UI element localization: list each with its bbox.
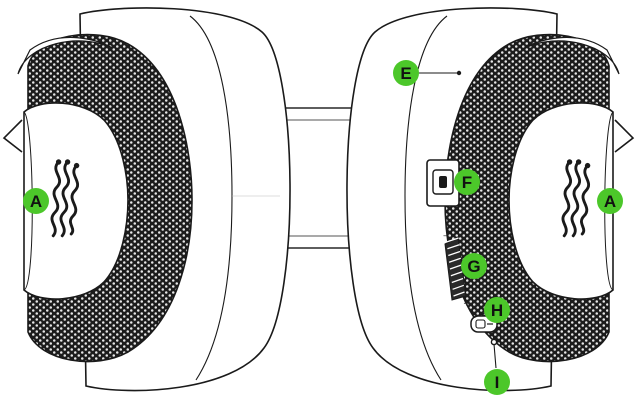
wheel-ridge	[448, 257, 462, 263]
callout-f: F	[454, 169, 480, 195]
callout-label: H	[491, 301, 503, 320]
wheel-ridge	[448, 250, 461, 257]
volume-wheel-icon: – +	[443, 231, 471, 309]
mic-jack	[490, 338, 498, 346]
callout-a-right: A	[597, 188, 623, 214]
wheel-ridge	[452, 284, 465, 290]
callout-i: I	[484, 369, 510, 395]
callout-label: I	[495, 373, 500, 392]
wheel-ridge	[449, 264, 462, 270]
callout-h: H	[484, 297, 510, 323]
callout-e: E	[393, 60, 419, 86]
mic-hole	[456, 70, 462, 76]
callout-label: A	[30, 192, 42, 211]
volume-minus-sign: –	[443, 231, 448, 241]
usb-c-port-icon	[426, 159, 460, 207]
wheel-ridge	[453, 291, 465, 297]
left-earcup	[2, 7, 291, 392]
left-earcup-plate	[23, 102, 129, 300]
callout-a-left: A	[23, 188, 49, 214]
wheel-ridge	[447, 244, 460, 250]
wheel-ridge	[450, 271, 463, 277]
wheel-ridge	[446, 237, 459, 243]
wheel-ridge	[451, 277, 464, 284]
callout-label: A	[604, 192, 616, 211]
right-earcup-plate	[508, 102, 614, 300]
right-earcup: – +	[346, 7, 635, 392]
callout-label: F	[462, 173, 472, 192]
callout-g: G	[461, 253, 487, 279]
callout-label: E	[400, 64, 411, 83]
callout-label: G	[467, 257, 480, 276]
volume-plus-sign: +	[463, 299, 471, 309]
